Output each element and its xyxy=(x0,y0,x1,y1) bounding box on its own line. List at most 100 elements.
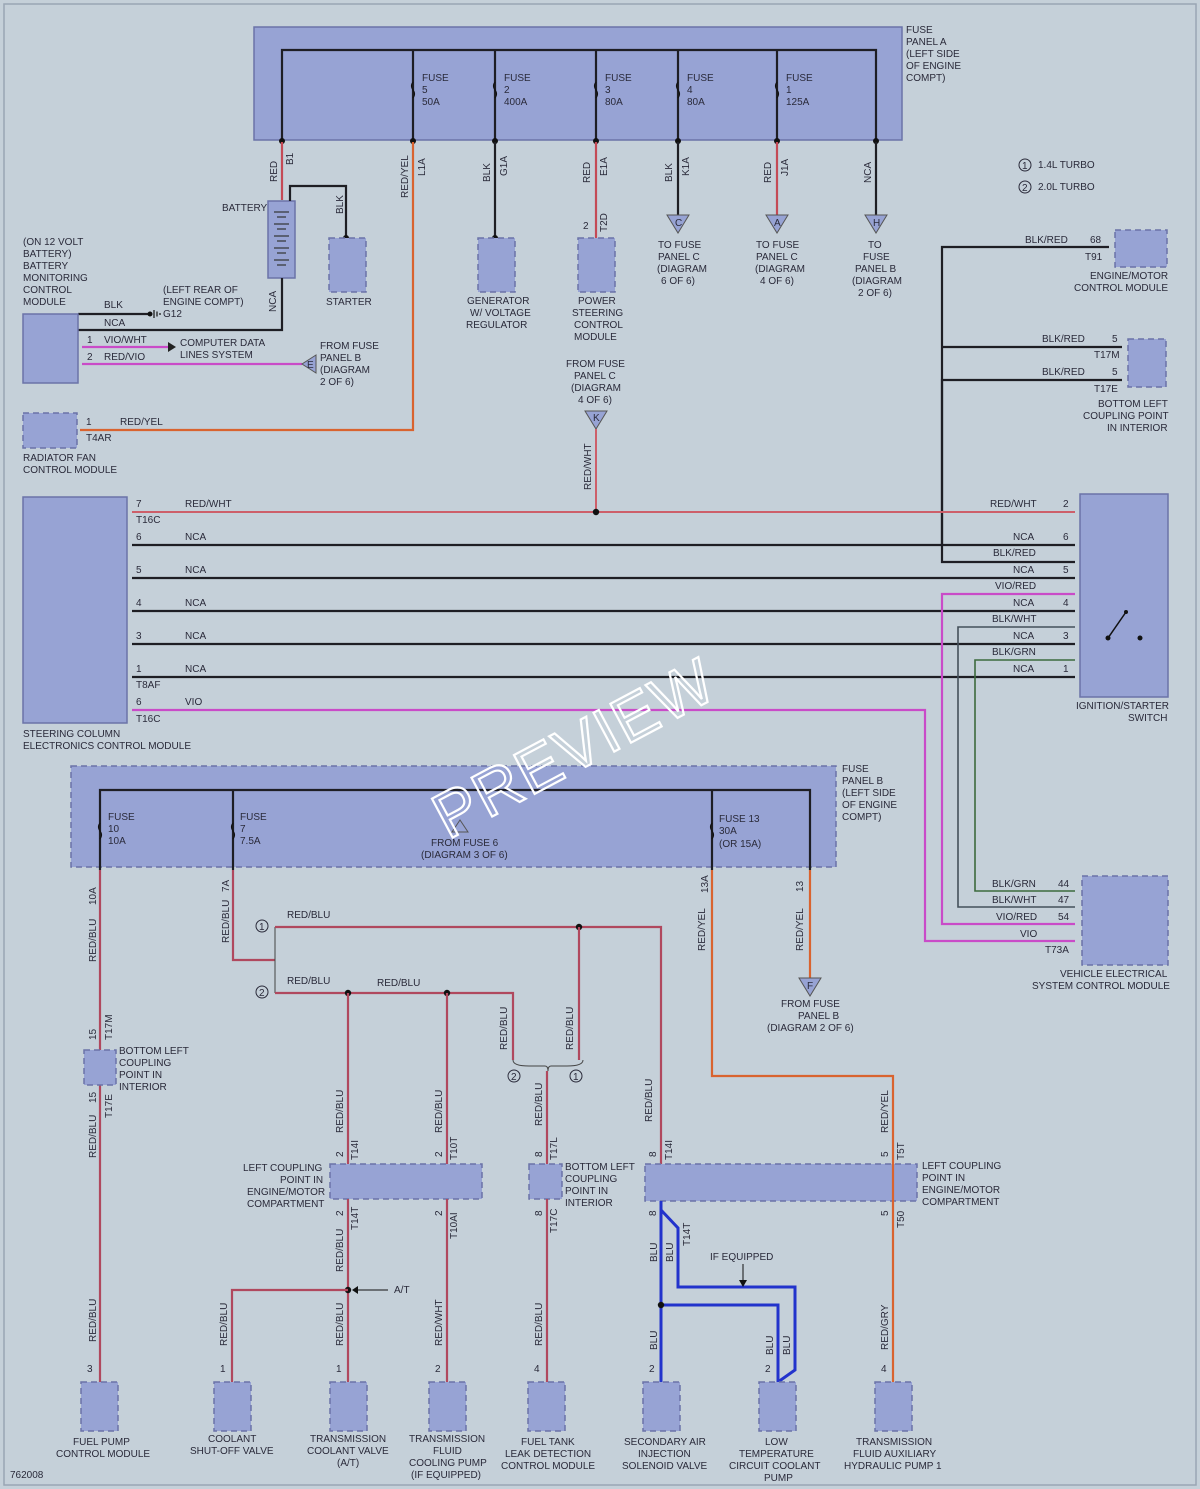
brace-icon xyxy=(512,1059,584,1072)
lower-redwht: RED/WHT xyxy=(434,1299,445,1346)
fb-wire-13a: RED/YEL xyxy=(697,908,708,951)
wire-fuse7 xyxy=(231,870,275,962)
lc1-t10t: T10T xyxy=(449,1137,460,1160)
fuse-3-label-2: 80A xyxy=(605,97,623,108)
sc-pin-5: 1 xyxy=(136,664,142,675)
lower-redblu-11: RED/BLU xyxy=(219,1303,230,1346)
blc-mid-1: COUPLING xyxy=(119,1058,171,1069)
brace-mark-1 xyxy=(569,1069,583,1083)
fuse-panel-a-label-1: PANEL A xyxy=(906,37,947,48)
lc1-t14t: T14T xyxy=(350,1207,361,1230)
connector-a-letter: A xyxy=(774,218,781,229)
lower-redblu-6: RED/BLU xyxy=(377,978,420,989)
lc2-3: COMPARTMENT xyxy=(922,1197,999,1208)
sc-wire-0: RED/WHT xyxy=(185,499,232,510)
to-fuse-1-line-0: TO FUSE xyxy=(756,240,799,251)
ves-wire-3: VIO xyxy=(1020,929,1037,940)
wire-battery-nca xyxy=(78,278,284,332)
comp-1-label-1: SHUT-OFF VALVE xyxy=(190,1446,274,1457)
sc-pin-1: 6 xyxy=(136,532,142,543)
ig-wire-3: NCA xyxy=(1013,565,1034,576)
generator-label-0: GENERATOR xyxy=(467,296,529,307)
lc2-t14t: T14T xyxy=(682,1223,693,1246)
fuse-panel-b: FUSE 10 10A FUSE 7 7.5A FUSE 13 30A (OR … xyxy=(70,764,897,870)
lc2-2: ENGINE/MOTOR xyxy=(922,1185,1000,1196)
blc2-3: INTERIOR xyxy=(565,1198,613,1209)
lc1-0: LEFT COUPLING xyxy=(243,1163,322,1174)
fb-pin-13a: 13A xyxy=(700,875,711,893)
fuse-4-label-1: 4 xyxy=(687,85,693,96)
steering-label-0: STEERING COLUMN xyxy=(23,729,120,740)
ecm-label-0: ENGINE/MOTOR xyxy=(1090,271,1168,282)
comp-3-label-0: TRANSMISSION xyxy=(409,1434,485,1445)
node xyxy=(279,138,285,144)
lower-p15a: 15 xyxy=(88,1028,99,1040)
from-fuse-b-2: (DIAGRAM xyxy=(320,365,370,376)
from-fuse-c-0: FROM FUSE xyxy=(566,359,625,370)
blc-mid-2: POINT IN xyxy=(119,1070,162,1081)
fuse-10-symbol xyxy=(97,822,103,840)
arrow-icon xyxy=(739,1280,747,1287)
bms-label-3: MONITORING xyxy=(23,273,88,284)
fuse-1-label-0: FUSE xyxy=(786,73,813,84)
connector-f-letter: F xyxy=(807,981,813,992)
wire-coolant-shutoff xyxy=(230,1288,348,1382)
comp-7-label-0: TRANSMISSION xyxy=(856,1437,932,1448)
connector-h-letter: H xyxy=(873,218,880,229)
ves-conn: T73A xyxy=(1045,945,1069,956)
blc-wire2: BLK/RED xyxy=(1042,367,1085,378)
comp-2-label-1: COOLANT VALVE xyxy=(307,1446,389,1457)
lower-redgry: RED/GRY xyxy=(880,1304,891,1350)
from-fuse-c-1: PANEL C xyxy=(574,371,616,382)
comp-3-label-2: COOLING PUMP xyxy=(409,1458,487,1469)
wire-battery-nca-label: NCA xyxy=(268,291,279,312)
lc1-t14i: T14I xyxy=(350,1140,361,1160)
lower-blu-3: BLU xyxy=(649,1331,660,1350)
fb-label-0: FUSE xyxy=(842,764,869,775)
generator-label-1: W/ VOLTAGE xyxy=(470,308,531,319)
radiator-pin: 1 xyxy=(86,417,92,428)
connector-c-icon xyxy=(666,214,690,234)
brace-mark-2-text: 2 xyxy=(511,1072,517,1083)
fuse-5-label-2: 50A xyxy=(422,97,440,108)
blc-pin2: 5 xyxy=(1112,367,1118,378)
fuel-tank-leak-detection-module xyxy=(527,1381,566,1432)
connector-k-icon xyxy=(584,410,608,430)
wire-blk-label: BLK xyxy=(104,300,123,311)
lc1-1: POINT IN xyxy=(280,1175,323,1186)
node xyxy=(675,138,681,144)
fuse-panel-a-label-2: (LEFT SIDE xyxy=(906,49,960,60)
arrow-icon xyxy=(352,1286,358,1294)
wire-blkgrn xyxy=(974,659,1075,892)
fuse-2-label-1: 2 xyxy=(504,85,510,96)
comp-3-pin: 2 xyxy=(435,1364,441,1375)
fb-wire13: RED/YEL xyxy=(795,908,806,951)
lower-redblu-2: RED/BLU xyxy=(88,1299,99,1342)
lc1-t10ai: T10AI xyxy=(449,1212,460,1239)
ps-label-1: STEERING xyxy=(572,308,623,319)
node xyxy=(657,1301,665,1309)
node xyxy=(492,138,498,144)
vehicle-electrical-box xyxy=(1081,875,1169,966)
sc-pin-3: 4 xyxy=(136,598,142,609)
diagram-id: 762008 xyxy=(10,1470,44,1481)
sc-conn-t8af: T8AF xyxy=(136,680,160,691)
ig-wire-5: NCA xyxy=(1013,598,1034,609)
blc2-t17l: T17L xyxy=(549,1137,560,1160)
switch-icon xyxy=(1105,610,1143,641)
lower-redblu-13: RED/BLU xyxy=(534,1083,545,1126)
wire-b1-pin: B1 xyxy=(285,152,296,165)
ignition-label-0: IGNITION/STARTER xyxy=(1076,701,1169,712)
lower-redblu-3: RED/BLU xyxy=(287,910,330,921)
lc2-t14i: T14I xyxy=(664,1140,675,1160)
lc2-p8-a: 8 xyxy=(648,1151,659,1157)
ig-wire-1: NCA xyxy=(1013,532,1034,543)
fb-pin-7a: 7A xyxy=(221,879,232,892)
from-fuse-f-2: (DIAGRAM 2 OF 6) xyxy=(767,1023,854,1034)
fb-wire-7a: RED/BLU xyxy=(221,900,232,943)
bms-label-1: BATTERY) xyxy=(23,249,72,260)
ves-label-0: VEHICLE ELECTRICAL xyxy=(1060,969,1168,980)
connector-c-letter: C xyxy=(675,218,682,229)
power-steering-box xyxy=(577,237,616,293)
ig-wire-8: BLK/GRN xyxy=(992,647,1036,658)
